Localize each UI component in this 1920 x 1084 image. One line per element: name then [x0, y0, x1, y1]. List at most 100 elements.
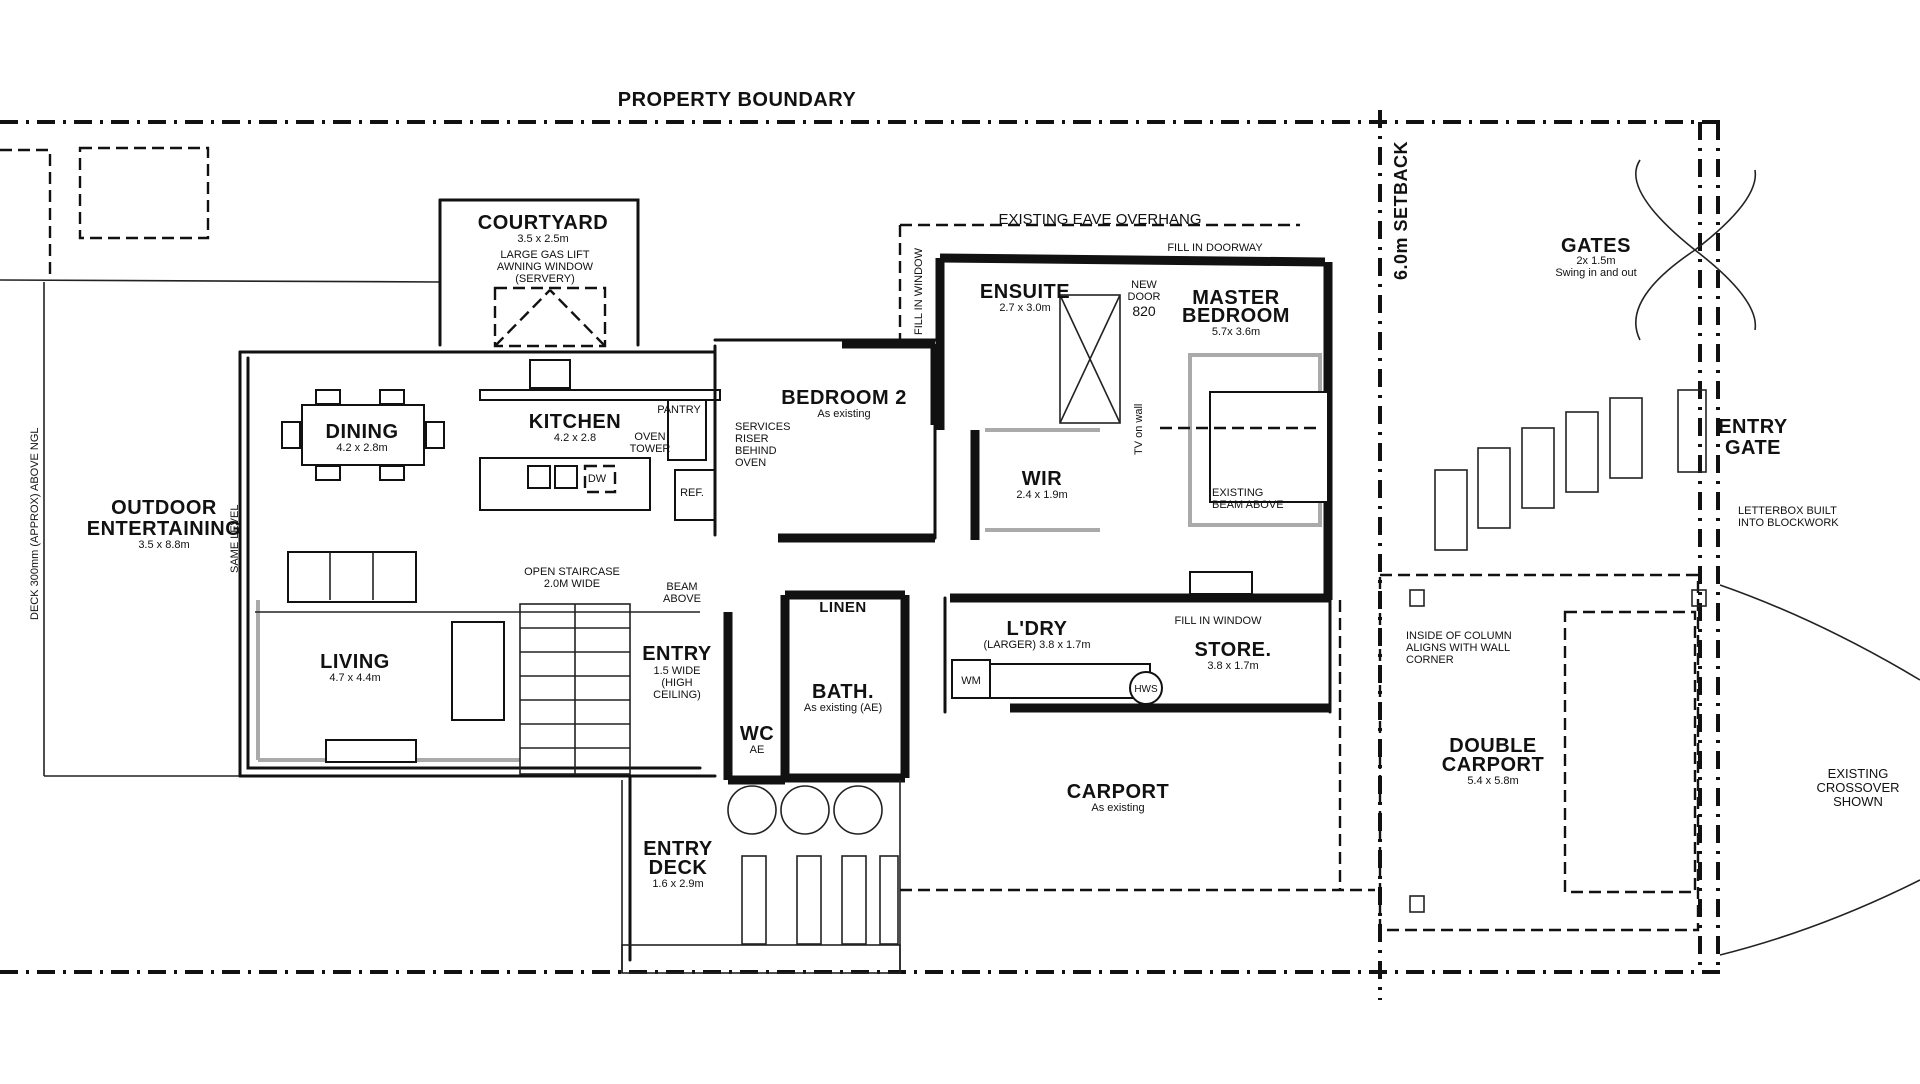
outdoor-name: OUTDOOR: [111, 497, 217, 519]
living-dims: 4.7 x 4.4m: [329, 672, 380, 684]
wm-note: WM: [961, 675, 981, 687]
letterbox-note-2: INTO BLOCKWORK: [1738, 517, 1839, 529]
kitchen-name: KITCHEN: [529, 411, 621, 433]
laundry-name: L'DRY: [1007, 618, 1068, 640]
dining-table: [281, 389, 445, 481]
dining-dims: 4.2 x 2.8m: [336, 442, 387, 454]
entry-dims-2: (HIGH: [661, 677, 692, 689]
wir-dims: 2.4 x 1.9m: [1016, 489, 1067, 501]
living-furniture: [287, 551, 505, 763]
bath-dims: As existing (AE): [804, 702, 882, 714]
bedroom2-walls: [713, 338, 940, 543]
bedroom2-name: BEDROOM 2: [781, 387, 907, 409]
beam-note-2: ABOVE: [663, 593, 701, 605]
double-carport-outline: [1378, 573, 1707, 932]
ref-note: REF.: [680, 487, 704, 499]
entertaining-name: ENTERTAINING: [87, 518, 242, 540]
carport-dims: As existing: [1091, 802, 1144, 814]
crossover-note-1: EXISTING: [1828, 766, 1889, 781]
same-level-note: SAME LEVEL: [229, 505, 241, 573]
new-door-note-1: NEW: [1131, 279, 1157, 291]
staircase: [519, 603, 631, 775]
bath-wc-walls: [728, 590, 910, 785]
gas-lift-note-1: LARGE GAS LIFT: [500, 249, 590, 261]
wc-name: WC: [740, 723, 774, 745]
eave-note: EXISTING EAVE OVERHANG: [998, 211, 1201, 228]
column-note-3: CORNER: [1406, 654, 1454, 666]
store-dims: 3.8 x 1.7m: [1207, 660, 1258, 672]
store-name: STORE.: [1194, 639, 1271, 661]
double-carport-name-2: CARPORT: [1442, 754, 1544, 776]
entry-gate-name-2: GATE: [1725, 437, 1781, 459]
courtyard: [438, 198, 640, 348]
new-door-note-2: DOOR: [1128, 291, 1161, 303]
carport-outline: [900, 600, 1375, 892]
fill-window-top-note: FILL IN WINDOW: [913, 247, 925, 335]
crossover-note-2: CROSSOVER: [1816, 780, 1899, 795]
ensuite-master-walls: [898, 223, 1333, 600]
living-name: LIVING: [320, 651, 390, 673]
tv-wall-note: TV on wall: [1133, 404, 1145, 455]
dw-note: DW: [588, 473, 607, 485]
gas-lift-note-3: (SERVERY): [515, 273, 575, 285]
carport-name: CARPORT: [1067, 781, 1169, 803]
column-note-1: INSIDE OF COLUMN: [1406, 630, 1512, 642]
outdoor-deck: [43, 282, 240, 777]
master-name: MASTER: [1192, 287, 1280, 309]
entry-deck-name-1: ENTRY: [643, 838, 713, 860]
fill-doorway-note: FILL IN DOORWAY: [1167, 242, 1263, 254]
stepping-stones: [1434, 389, 1707, 551]
gates-name: GATES: [1561, 235, 1631, 257]
gas-lift-note-2: AWNING WINDOW: [497, 261, 594, 273]
wc-dims: AE: [750, 744, 765, 756]
dining-name: DINING: [326, 421, 399, 443]
courtyard-dims: 3.5 x 2.5m: [517, 233, 568, 245]
boundary-label: PROPERTY BOUNDARY: [618, 89, 857, 111]
entry-name: ENTRY: [642, 643, 712, 665]
kitchen-dims: 4.2 x 2.8: [554, 432, 596, 444]
master-dims: 5.7x 3.6m: [1212, 326, 1260, 338]
double-carport-name-1: DOUBLE: [1449, 735, 1536, 757]
bedroom2-dims: As existing: [817, 408, 870, 420]
services-note-1: SERVICES: [735, 421, 790, 433]
entry-deck: [621, 780, 901, 974]
services-note-3: BEHIND: [735, 445, 777, 457]
staircase-note-2: 2.0M WIDE: [544, 578, 600, 590]
deck-note: DECK 300mm (APPROX) ABOVE NGL: [29, 427, 41, 620]
ensuite-dims: 2.7 x 3.0m: [999, 302, 1050, 314]
entry-walls: [628, 344, 733, 962]
gates: [1635, 159, 1757, 341]
column-note-2: ALIGNS WITH WALL: [1406, 642, 1510, 654]
neighbour-outline: [0, 146, 441, 283]
beam-note-1: BEAM: [666, 581, 697, 593]
linen-name: LINEN: [819, 599, 867, 616]
entry-gate-name-1: ENTRY: [1718, 416, 1788, 438]
new-door-note-3: 820: [1132, 303, 1156, 319]
existing-beam-note-1: EXISTING: [1212, 487, 1263, 499]
kitchen-benches: [479, 359, 721, 521]
letterbox-note-1: LETTERBOX BUILT: [1738, 505, 1837, 517]
oven-tower-note-1: OVEN: [634, 431, 665, 443]
services-note-4: OVEN: [735, 457, 766, 469]
courtyard-name: COURTYARD: [478, 212, 608, 234]
existing-beam-note-2: BEAM ABOVE: [1212, 499, 1284, 511]
ensuite-name: ENSUITE: [980, 281, 1070, 303]
oven-tower-note-2: TOWER: [630, 443, 671, 455]
gates-dims: 2x 1.5m: [1576, 255, 1615, 267]
staircase-note-1: OPEN STAIRCASE: [524, 566, 620, 578]
fill-window-store-note: FILL IN WINDOW: [1175, 615, 1263, 627]
entry-deck-name-2: DECK: [649, 857, 708, 879]
gates-note: Swing in and out: [1555, 267, 1636, 279]
services-note-2: RISER: [735, 433, 769, 445]
entry-dims-3: CEILING): [653, 689, 701, 701]
crossover-note-3: SHOWN: [1833, 794, 1883, 809]
entry-deck-dims: 1.6 x 2.9m: [652, 878, 703, 890]
bath-name: BATH.: [812, 681, 874, 703]
outdoor-dims: 3.5 x 8.8m: [138, 539, 189, 551]
entry-dims-1: 1.5 WIDE: [653, 665, 700, 677]
laundry-store-walls: [943, 571, 1332, 714]
crossover-curve: [1719, 584, 1920, 956]
wir-name: WIR: [1022, 468, 1062, 490]
laundry-dims: (LARGER) 3.8 x 1.7m: [984, 639, 1091, 651]
